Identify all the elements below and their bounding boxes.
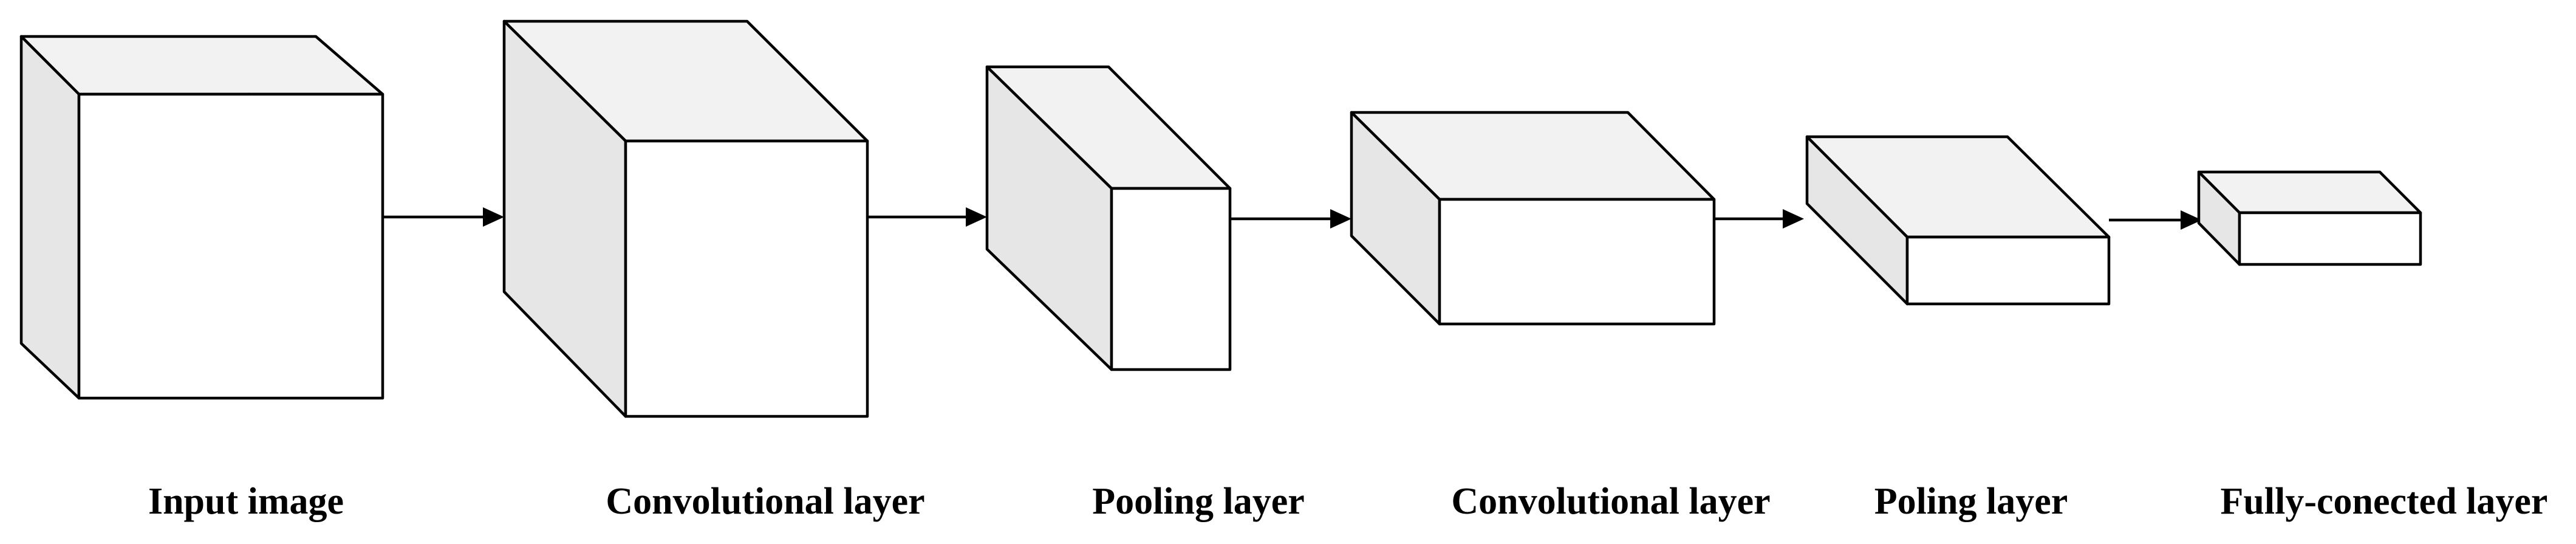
arrow-conv2-to-pool2 xyxy=(1714,209,1804,229)
conv-layer-2-block xyxy=(1350,111,1716,326)
arrow-pool1-to-conv2 xyxy=(1230,209,1351,229)
arrow-pool2-to-fc xyxy=(2109,210,2202,230)
conv1-front-face xyxy=(624,139,869,418)
label-pooling-layer-2: Poling layer xyxy=(1874,481,2068,522)
arrow-input-to-conv1 xyxy=(383,207,504,227)
pooling-layer-1-block xyxy=(985,65,1232,371)
pool2-front-face xyxy=(1905,235,2111,306)
conv-layer-1-block xyxy=(502,19,869,418)
pool1-front-face xyxy=(1110,187,1232,371)
label-convolutional-layer-1: Convolutional layer xyxy=(606,481,924,522)
stage-labels: Input image Convolutional layer Pooling … xyxy=(148,481,2548,522)
input-image-side-face xyxy=(19,35,81,400)
fc-front-face xyxy=(2238,211,2422,266)
input-image-block xyxy=(19,35,384,400)
conv2-front-face xyxy=(1438,198,1716,326)
input-image-top-face xyxy=(19,35,384,96)
pooling-layer-2-block xyxy=(1805,135,2111,306)
label-pooling-layer-1: Pooling layer xyxy=(1092,481,1305,522)
label-input-image: Input image xyxy=(148,481,344,522)
label-fully-connected-layer: Fully-conected layer xyxy=(2221,481,2548,522)
label-convolutional-layer-2: Convolutional layer xyxy=(1451,481,1770,522)
input-image-front-face xyxy=(77,92,384,400)
arrow-conv1-to-pool1 xyxy=(867,207,987,227)
fully-connected-layer-block xyxy=(2197,170,2422,266)
